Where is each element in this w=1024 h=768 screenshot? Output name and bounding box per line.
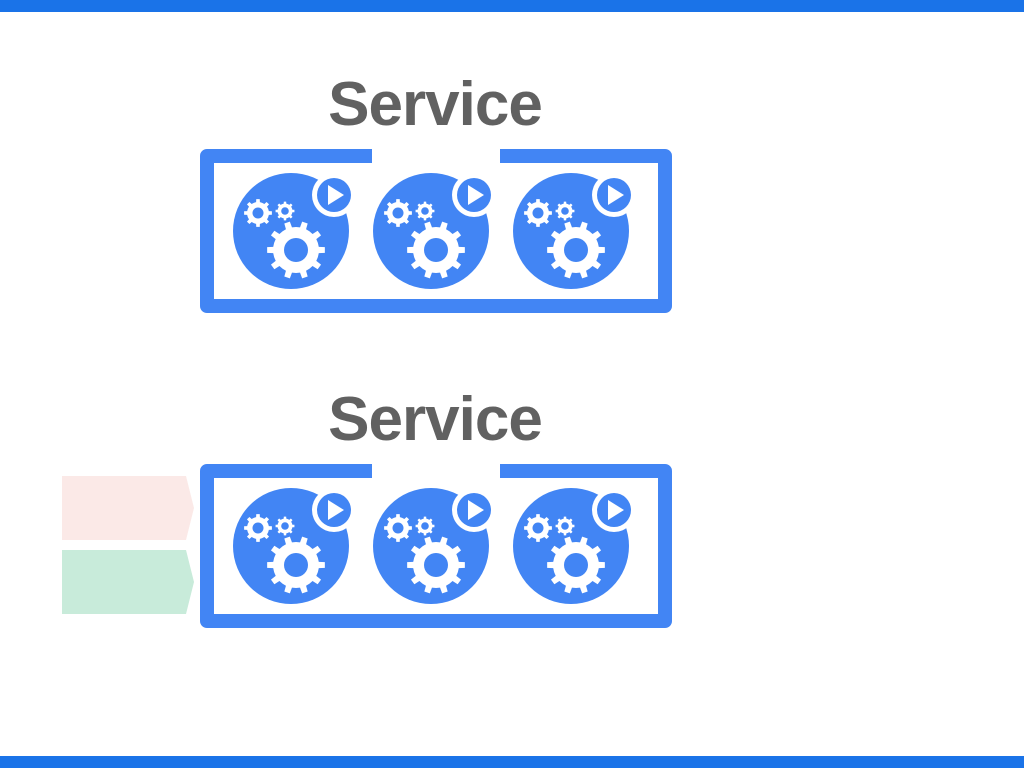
service-title: Service <box>328 385 543 454</box>
incoming-arrows <box>62 476 194 614</box>
play-icon <box>608 500 624 520</box>
instance-icon-2 <box>373 488 496 604</box>
service-container <box>200 149 672 313</box>
instance-icon-1 <box>233 173 356 289</box>
instance-icon-3 <box>513 173 636 289</box>
play-icon <box>328 500 344 520</box>
play-icon <box>608 185 624 205</box>
service-frame <box>200 464 672 628</box>
play-icon <box>468 500 484 520</box>
incoming-arrow-green <box>62 550 194 614</box>
incoming-arrow-pink <box>62 476 194 540</box>
service-frame <box>200 149 672 313</box>
bottom-border-bar <box>0 756 1024 768</box>
instance-icon-1 <box>233 488 356 604</box>
play-icon <box>468 185 484 205</box>
service-title: Service <box>328 70 543 139</box>
service-container <box>200 464 672 628</box>
play-icon <box>328 185 344 205</box>
instance-icon-3 <box>513 488 636 604</box>
top-border-bar <box>0 0 1024 12</box>
instance-icon-2 <box>373 173 496 289</box>
